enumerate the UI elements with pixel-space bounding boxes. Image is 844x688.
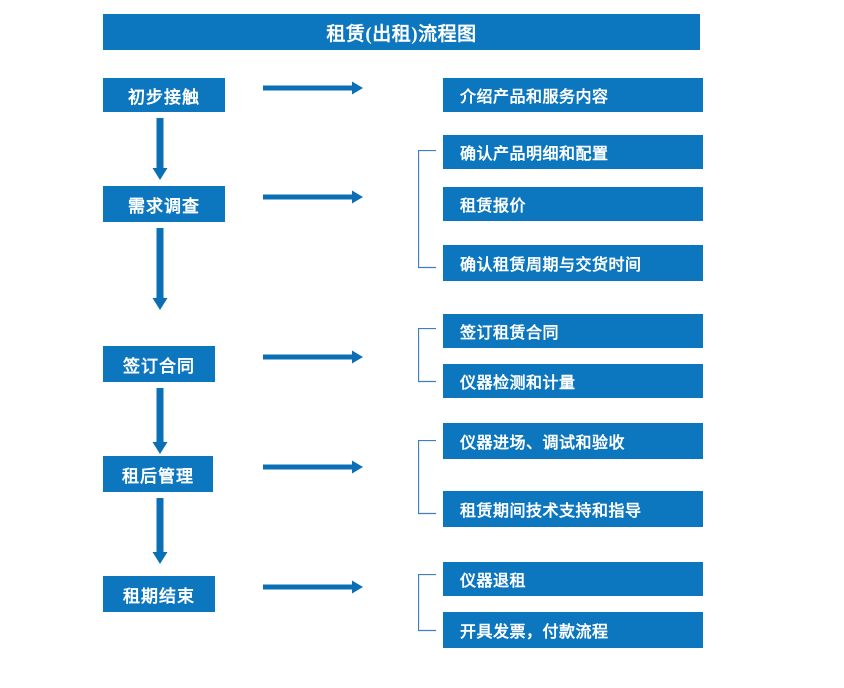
detail-box-3-1[interactable]: 签订租赁合同 bbox=[443, 314, 703, 348]
vertical-arrow-4 bbox=[152, 498, 167, 564]
vertical-arrow-1 bbox=[152, 118, 167, 180]
group-bracket-2 bbox=[418, 150, 436, 269]
stage-box-2[interactable]: 需求调查 bbox=[103, 186, 225, 222]
horizontal-arrow-1 bbox=[263, 81, 363, 95]
detail-box-2-2[interactable]: 租赁报价 bbox=[443, 187, 703, 221]
group-bracket-4 bbox=[418, 440, 436, 515]
detail-box-5-1[interactable]: 仪器退租 bbox=[443, 562, 703, 596]
horizontal-arrow-3 bbox=[263, 350, 363, 364]
group-bracket-5 bbox=[418, 574, 436, 632]
detail-box-1-1[interactable]: 介绍产品和服务内容 bbox=[443, 78, 703, 112]
detail-box-2-1[interactable]: 确认产品明细和配置 bbox=[443, 135, 703, 169]
flowchart-title: 租赁(出租)流程图 bbox=[103, 14, 700, 50]
detail-box-5-2[interactable]: 开具发票，付款流程 bbox=[443, 612, 703, 648]
vertical-arrow-3 bbox=[152, 388, 167, 454]
horizontal-arrow-4 bbox=[263, 460, 363, 474]
group-bracket-3 bbox=[418, 328, 436, 383]
detail-box-2-3[interactable]: 确认租赁周期与交货时间 bbox=[443, 245, 703, 281]
horizontal-arrow-2 bbox=[263, 190, 363, 204]
stage-box-5[interactable]: 租期结束 bbox=[103, 576, 215, 612]
vertical-arrow-2 bbox=[152, 228, 167, 310]
horizontal-arrow-5 bbox=[263, 580, 363, 594]
stage-box-3[interactable]: 签订合同 bbox=[103, 346, 215, 382]
detail-box-4-2[interactable]: 租赁期间技术支持和指导 bbox=[443, 491, 703, 527]
stage-box-1[interactable]: 初步接触 bbox=[103, 78, 225, 112]
stage-box-4[interactable]: 租后管理 bbox=[103, 456, 213, 492]
detail-box-3-2[interactable]: 仪器检测和计量 bbox=[443, 364, 703, 398]
detail-box-4-1[interactable]: 仪器进场、调试和验收 bbox=[443, 423, 703, 459]
